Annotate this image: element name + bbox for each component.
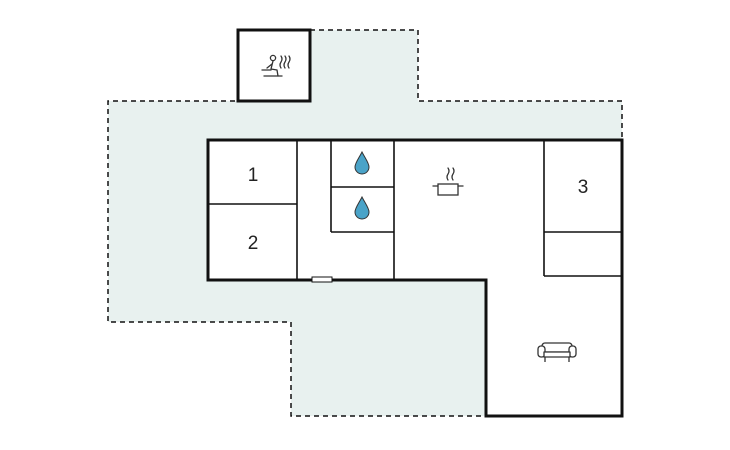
bedroom-3-label: 3 — [578, 177, 589, 198]
water-drop-icon — [354, 150, 370, 175]
cooking-pot-icon — [432, 167, 464, 196]
sauna-icon — [261, 54, 291, 77]
sofa-icon — [537, 342, 577, 362]
bedroom-2-label: 2 — [248, 233, 259, 254]
house-floor — [208, 140, 622, 416]
sauna-room — [236, 28, 312, 103]
water-drop-icon — [354, 195, 370, 220]
entrance-door — [311, 276, 333, 283]
terrace-area — [107, 29, 623, 417]
bedroom-1-label: 1 — [248, 165, 259, 186]
exterior-walls — [206, 138, 624, 418]
interior-walls — [208, 140, 622, 280]
